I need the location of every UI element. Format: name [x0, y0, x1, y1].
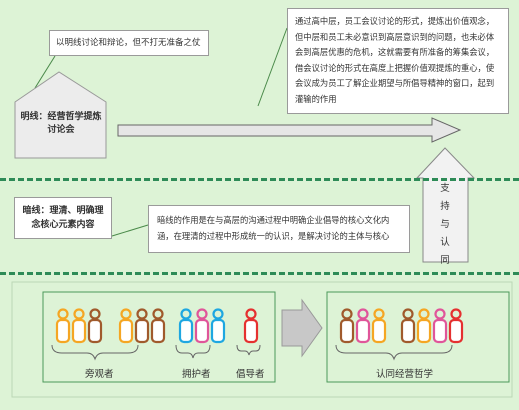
person-icon — [243, 308, 259, 344]
house-shape — [14, 71, 107, 159]
person-icon — [371, 308, 387, 344]
support-arrow-label: 支持与认同 — [440, 183, 450, 266]
people-figures — [55, 308, 464, 344]
person-icon — [178, 308, 194, 344]
person-icon — [339, 308, 355, 344]
people-panel-right — [326, 291, 510, 383]
person-icon — [210, 308, 226, 344]
person-icon — [432, 308, 448, 344]
person-icon — [87, 308, 103, 344]
dark-line-label: 暗线：理清、明确理念核心元素内容 — [14, 197, 112, 239]
callout-top-left: 以明线讨论和辩论，但不打无准备之仗 — [49, 30, 209, 56]
transition-arrow — [281, 298, 323, 358]
label-bystanders: 旁观者 — [85, 369, 114, 380]
brace-advocates — [236, 344, 261, 356]
label-supporters: 拥护者 — [182, 369, 211, 380]
person-icon — [55, 308, 71, 344]
main-arrow — [117, 117, 462, 143]
dark-line-description: 暗线的作用是在与高层的沟通过程中明确企业倡导的核心文化内涵，在理清的过程中形成统… — [148, 205, 410, 253]
person-icon — [194, 308, 210, 344]
person-icon — [71, 308, 87, 344]
person-icon — [400, 308, 416, 344]
connector-line-middle — [111, 224, 149, 237]
person-icon — [416, 308, 432, 344]
bottom-area-frame — [11, 281, 513, 398]
people-panel-left — [42, 291, 276, 383]
separator-top — [0, 178, 519, 181]
person-icon — [118, 308, 134, 344]
connector-line-left — [34, 55, 56, 89]
brace-bystanders — [51, 344, 139, 361]
person-icon — [150, 308, 166, 344]
person-icon — [448, 308, 464, 344]
brace-supporters — [175, 344, 211, 359]
separator-bottom — [0, 272, 519, 275]
connector-line-right — [257, 27, 288, 107]
label-advocates: 倡导者 — [236, 369, 265, 380]
label-identify: 认同经营哲学 — [376, 369, 434, 380]
support-arrow — [415, 147, 476, 263]
person-icon — [355, 308, 371, 344]
callout-top-right: 通过高中层，员工会议讨论的形式，提炼出价值观念，但中层和员工未必意识到高层意识到… — [287, 8, 509, 114]
person-icon — [134, 308, 150, 344]
brace-identify — [335, 344, 453, 361]
house-label: 明线：经营哲学提炼讨论会 — [20, 112, 102, 135]
